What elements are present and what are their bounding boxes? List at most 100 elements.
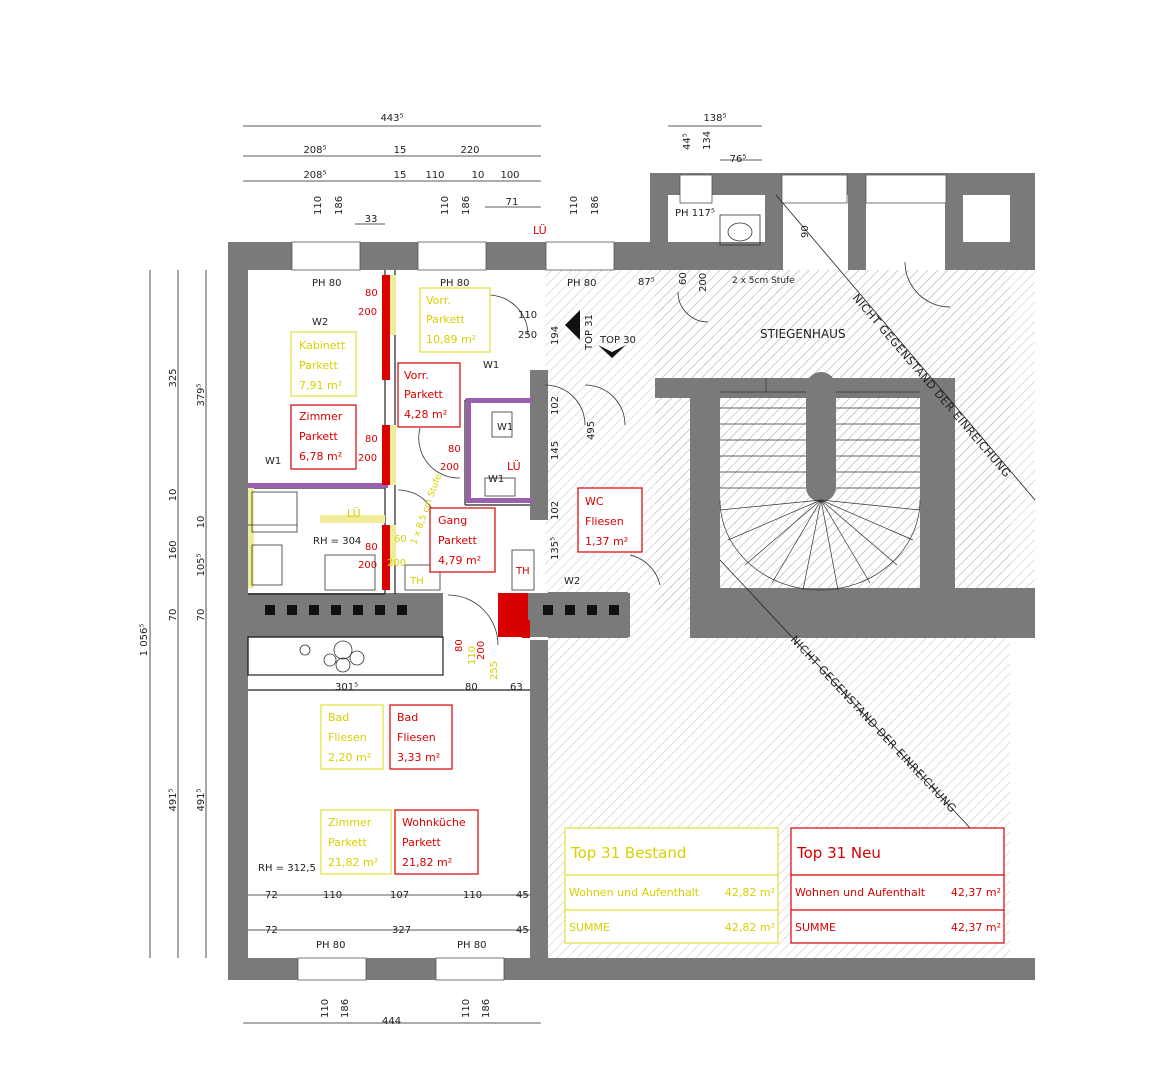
room-box-kabinett: Kabinett Parkett 7,91 m²: [290, 331, 357, 397]
room-floor: Parkett: [438, 534, 477, 547]
dim: 71: [506, 197, 519, 208]
dim: 10: [168, 489, 179, 502]
dim: 72: [265, 925, 278, 936]
room-box-vorr-red: Vorr. Parkett 4,28 m²: [397, 362, 461, 428]
dim: 107: [390, 890, 409, 901]
summary-row-value: 42,37 m²: [951, 921, 1001, 934]
dim: 208⁵: [303, 145, 326, 156]
dim: 110: [467, 646, 478, 665]
room-box-bad-yellow: Bad Fliesen 2,20 m²: [320, 704, 384, 770]
dim: 110: [518, 310, 537, 321]
dim: 208⁵: [303, 170, 326, 181]
dim: 100: [500, 170, 519, 181]
room-box-zimmer-red: Zimmer Parkett 6,78 m²: [290, 404, 357, 470]
dim: 45: [516, 925, 529, 936]
ph-label: PH 80: [316, 940, 345, 951]
dim: 186: [334, 196, 345, 215]
top-dims: 443⁵ 208⁵ 15 220 208⁵ 15 110 10 100 33 7…: [303, 113, 601, 225]
room-area: 2,20 m²: [328, 751, 371, 764]
dim: 102: [550, 396, 561, 415]
room-floor: Fliesen: [328, 731, 367, 744]
dim: 15: [394, 170, 407, 181]
interior-dims: 80 200 80 200 80 200 60 200 110 250 194 …: [335, 272, 709, 693]
dim: 495: [586, 421, 597, 440]
summary-bestand: Top 31 Bestand Wohnen und Aufenthalt 42,…: [564, 827, 779, 944]
dim: 194: [550, 326, 561, 345]
bottom-dims: 72 110 107 110 45 72 327 45 444 110 186 …: [265, 890, 529, 1027]
dim: 200: [476, 641, 487, 660]
top30-label: TOP 30: [599, 335, 636, 346]
dim: 60: [394, 534, 407, 545]
room-box-gang: Gang Parkett 4,79 m²: [429, 507, 496, 573]
dim: 138⁵: [703, 113, 726, 124]
room-name: Vorr.: [426, 294, 451, 307]
dim: 80: [448, 444, 461, 455]
dim: 10: [196, 516, 207, 529]
dim: 45: [516, 890, 529, 901]
dim: 70: [196, 609, 207, 622]
th-label: TH: [515, 566, 530, 577]
room-box-vorr-yellow: Vorr. Parkett 10,89 m²: [419, 287, 491, 353]
dim: 80: [365, 434, 378, 445]
w1-label: W1: [497, 422, 513, 433]
room-box-bad-red: Bad Fliesen 3,33 m²: [389, 704, 453, 770]
room-name: Vorr.: [404, 369, 429, 382]
room-floor: Fliesen: [397, 731, 436, 744]
room-name: Zimmer: [328, 816, 372, 829]
dim: 60: [678, 272, 689, 285]
dim: 33: [365, 214, 378, 225]
vent-label: LÜ: [533, 224, 547, 237]
dim: 160: [168, 540, 179, 559]
dim: 491⁵: [168, 788, 179, 811]
dim: 301⁵: [335, 682, 358, 693]
dim: 379⁵: [196, 383, 207, 406]
dim: 110: [569, 196, 580, 215]
step-label: 2 x 5cm Stufe: [732, 276, 795, 286]
room-floor: Parkett: [404, 388, 443, 401]
dim: 200: [358, 453, 377, 464]
summary-row-value: 42,82 m²: [725, 921, 775, 934]
new-walls-purple: [248, 398, 532, 503]
rh-label: RH = 312,5: [258, 863, 316, 874]
vent-label: LÜ: [507, 460, 521, 473]
summary-row-label: Wohnen und Aufenthalt: [795, 886, 926, 899]
dim: 134: [702, 131, 713, 150]
room-name: Bad: [328, 711, 349, 724]
dim: 10: [472, 170, 485, 181]
dim: 200: [358, 307, 377, 318]
dim: 327: [392, 925, 411, 936]
dim: 110: [463, 890, 482, 901]
summary-row-label: SUMME: [795, 921, 836, 934]
stair-label: STIEGENHAUS: [760, 327, 846, 341]
dim: 325: [168, 368, 179, 387]
room-floor: Parkett: [328, 836, 367, 849]
room-area: 10,89 m²: [426, 333, 476, 346]
dim-4435: 443⁵: [380, 113, 403, 124]
dim: 110: [461, 999, 472, 1018]
dim: 87⁵: [638, 277, 655, 288]
room-area: 21,82 m²: [328, 856, 378, 869]
room-floor: Parkett: [426, 313, 465, 326]
summary-row-label: Wohnen und Aufenthalt: [569, 886, 700, 899]
dim: 80: [365, 542, 378, 553]
dim: 186: [340, 999, 351, 1018]
dim: 200: [358, 560, 377, 571]
dim: 1 056⁵: [139, 624, 150, 657]
room-name: Kabinett: [299, 339, 346, 352]
top31-label: TOP 31: [584, 314, 595, 351]
summary-title: Top 31 Bestand: [570, 844, 686, 862]
dim: 444: [382, 1016, 401, 1027]
dim: 15: [394, 145, 407, 156]
room-name: Bad: [397, 711, 418, 724]
dim: 186: [590, 196, 601, 215]
summary-row-value: 42,82 m²: [725, 886, 775, 899]
fixtures: [248, 214, 951, 673]
ph-label: PH 80: [457, 940, 486, 951]
room-floor: Parkett: [299, 359, 338, 372]
th-label: TH: [409, 576, 424, 587]
dim: 76⁵: [730, 154, 747, 165]
summary-neu: Top 31 Neu Wohnen und Aufenthalt 42,37 m…: [790, 827, 1005, 944]
dim: 110: [323, 890, 342, 901]
stair-treads: [719, 378, 921, 591]
walls: [228, 173, 1035, 981]
